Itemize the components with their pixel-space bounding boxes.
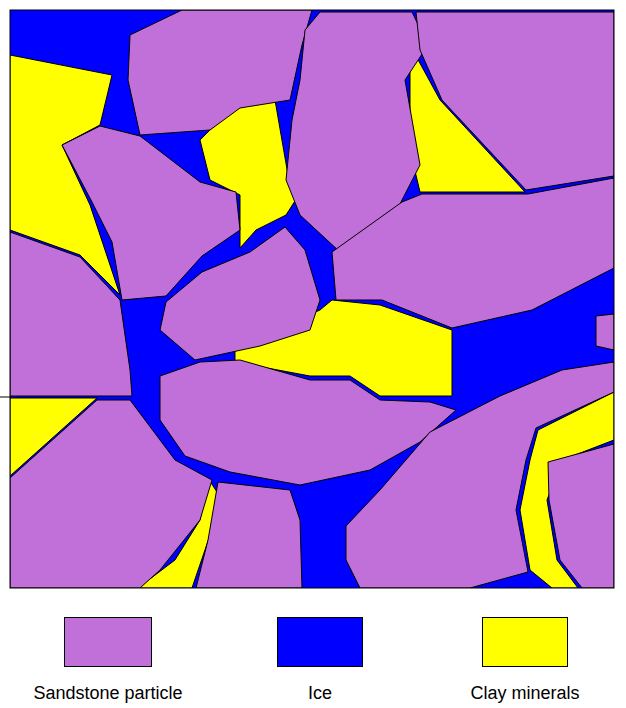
ice-ground [10, 10, 614, 588]
legend-swatch [64, 617, 152, 667]
frame [10, 10, 614, 588]
tick [0, 397, 10, 398]
sandstone-particles [10, 10, 614, 588]
legend-label: Ice [308, 683, 332, 703]
legend-swatch [277, 617, 363, 667]
legend-label: Sandstone particle [33, 683, 182, 703]
legend-swatch [482, 617, 568, 667]
legend-label: Clay minerals [470, 683, 579, 703]
